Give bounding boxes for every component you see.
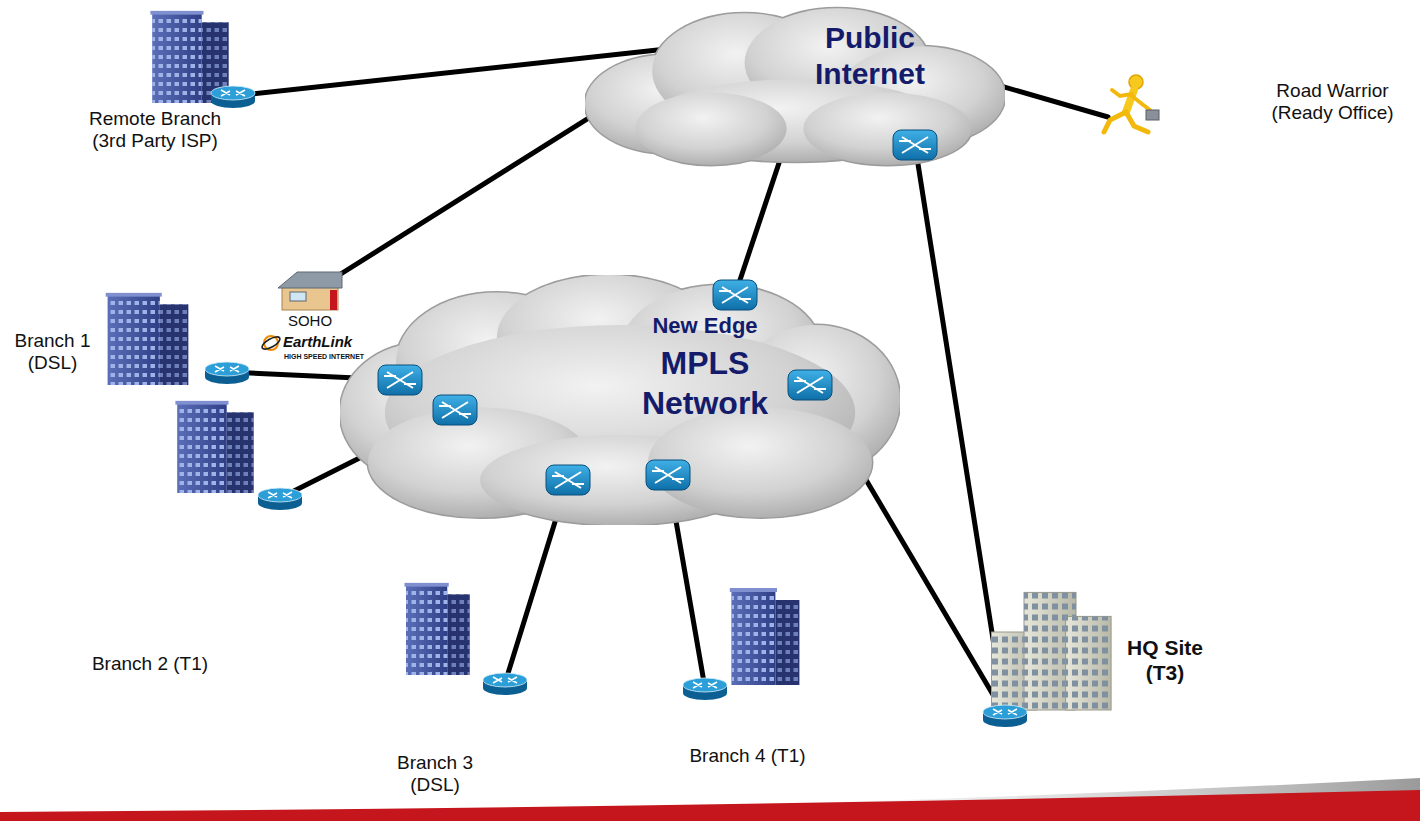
cloud-shape (585, 8, 1005, 165)
switch-icon (788, 370, 832, 400)
office-building (730, 588, 800, 685)
house-icon (278, 272, 342, 310)
office-building (175, 401, 253, 493)
text-slot: Branch 3 (DSL) (370, 752, 500, 796)
site-node: Branch 4 (T1) (680, 585, 815, 795)
site-node: Remote Branch (3rd Party ISP) (85, 8, 275, 158)
site-node: HQ Site (T3) (930, 590, 1210, 730)
earthlink-orb (260, 335, 281, 352)
node-outline (585, 5, 1005, 170)
network-cloud: New EdgeMPLS Network (340, 275, 900, 525)
site-label: Branch 2 (T1) (90, 653, 210, 675)
site-label: Remote Branch (3rd Party ISP) (85, 108, 225, 152)
switch-icon (546, 465, 590, 495)
cloud-label: New Edge (605, 313, 805, 339)
router-icon (211, 86, 255, 108)
road-warrior-figure (1104, 75, 1159, 132)
logo-tagline: HIGH SPEED INTERNET (284, 353, 364, 361)
text-slot: Branch 4 (T1) (680, 745, 815, 767)
hq-building (992, 592, 1112, 710)
switch-icon (713, 280, 757, 310)
text-slot: Branch 2 (T1) (90, 653, 210, 675)
text-slot: New Edge (605, 313, 805, 339)
office-building (106, 293, 189, 385)
router-icon (983, 705, 1027, 727)
site-label: HQ Site (T3) (1120, 635, 1210, 685)
router-icon (483, 673, 527, 695)
node-outline (930, 590, 1210, 730)
text-slot: MPLS Network (620, 343, 790, 423)
switch-icon (433, 395, 477, 425)
site-node: Branch 1 (DSL) (5, 290, 255, 390)
text-slot: Branch 1 (DSL) (5, 330, 100, 374)
cloud-label: MPLS Network (620, 343, 790, 423)
site-node: SOHO (268, 270, 352, 332)
site-node: Road Warrior (Ready Office) (1100, 72, 1415, 142)
text-slot: Remote Branch (3rd Party ISP) (85, 108, 225, 152)
switch-icon (378, 365, 422, 395)
text-slot: SOHO (268, 312, 352, 330)
switch-icon (893, 130, 937, 160)
site-label: Branch 4 (T1) (680, 745, 815, 767)
site-label: Road Warrior (Ready Office) (1250, 80, 1415, 124)
router-icon (205, 362, 249, 384)
router-icon (683, 678, 727, 700)
router-icon (258, 488, 302, 510)
logo-wordmark: EarthLink (283, 334, 352, 351)
site-label: Branch 3 (DSL) (370, 752, 500, 796)
node-outline (340, 275, 900, 525)
cloud-label: Public Internet (790, 20, 950, 92)
office-building (405, 583, 470, 675)
text-slot: HQ Site (T3) (1120, 635, 1210, 685)
switch-icon (646, 460, 690, 490)
cloud-shape (340, 275, 900, 525)
network-cloud: Public Internet (585, 5, 1005, 170)
site-node: Branch 3 (DSL) (370, 580, 535, 810)
footer-swoosh (0, 790, 1420, 821)
text-slot: Public Internet (790, 20, 950, 92)
text-slot: Road Warrior (Ready Office) (1250, 80, 1415, 124)
site-label: Branch 1 (DSL) (5, 330, 100, 374)
site-label: SOHO (268, 312, 352, 330)
network-link (915, 145, 1005, 715)
site-node: Branch 2 (T1) (90, 398, 305, 703)
